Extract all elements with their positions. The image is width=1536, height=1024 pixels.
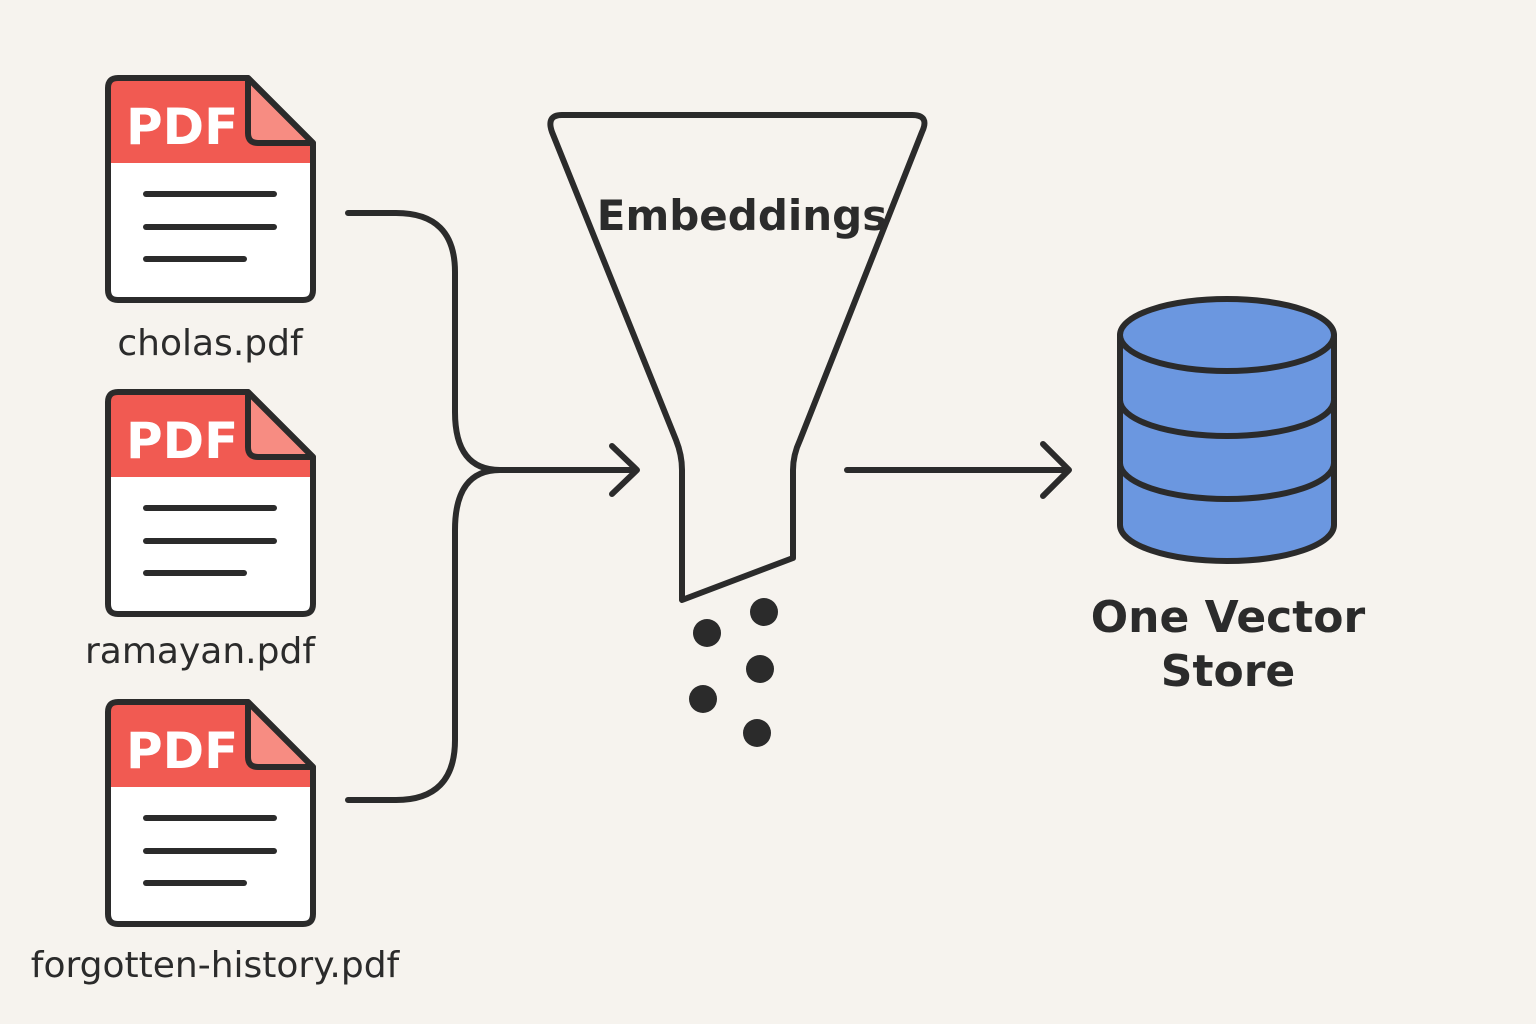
pdf-file-icon-cholas: PDF bbox=[105, 75, 316, 303]
file-name-forgotten-history: forgotten-history.pdf bbox=[31, 945, 401, 986]
store-label-line2: Store bbox=[1161, 646, 1296, 697]
arrow-head-to-store bbox=[1040, 441, 1072, 499]
embedding-dot bbox=[743, 719, 771, 747]
funnel-label: Embeddings bbox=[597, 191, 888, 240]
file-name-ramayan: ramayan.pdf bbox=[85, 631, 316, 672]
embedding-dot bbox=[750, 598, 778, 626]
pdf-tag: PDF bbox=[126, 722, 238, 780]
funnel-icon bbox=[547, 112, 928, 603]
pdf-tag: PDF bbox=[126, 98, 238, 156]
embedding-dots bbox=[689, 598, 778, 747]
store-label-line1: One Vector bbox=[1091, 592, 1366, 643]
pdf-tag: PDF bbox=[126, 412, 238, 470]
database-cylinder-icon bbox=[1117, 296, 1337, 564]
merge-connector bbox=[345, 210, 633, 473]
pdf-file-icon-ramayan: PDF bbox=[105, 389, 316, 617]
embedding-dot bbox=[746, 655, 774, 683]
file-name-cholas: cholas.pdf bbox=[117, 323, 304, 364]
arrow-head-to-funnel bbox=[609, 443, 640, 497]
embedding-dot bbox=[689, 685, 717, 713]
embedding-dot bbox=[693, 619, 721, 647]
pdf-file-icon-forgotten-history: PDF bbox=[105, 699, 316, 927]
merge-connector-lower bbox=[345, 467, 503, 803]
